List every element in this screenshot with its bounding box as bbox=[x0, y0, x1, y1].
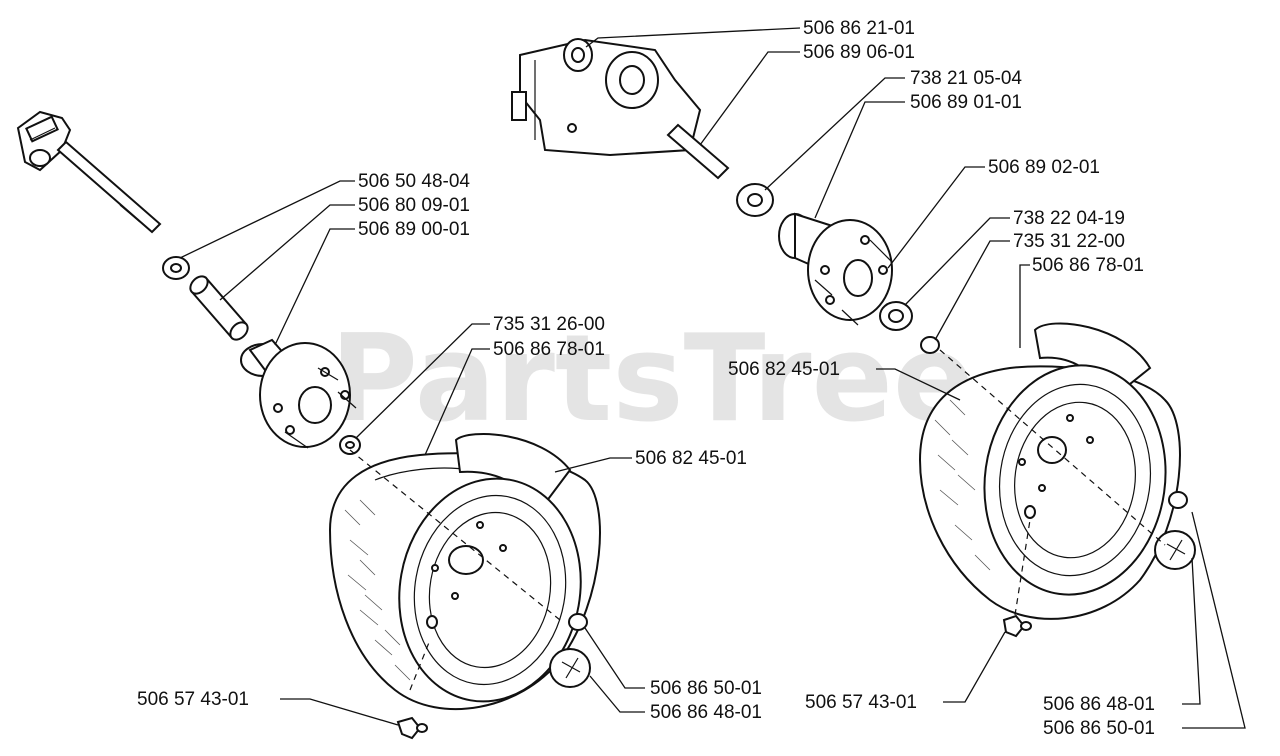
leader-lines bbox=[179, 27, 1246, 729]
label-738-21-05-04: 738 21 05-04 bbox=[910, 68, 1022, 89]
watermark-text: PartsTree bbox=[330, 310, 974, 449]
label-506-82-45-01-right: 506 82 45-01 bbox=[728, 359, 840, 380]
right-wheel-hub bbox=[778, 212, 893, 326]
right-valve-stem bbox=[1002, 614, 1032, 638]
left-axle-shaft bbox=[56, 140, 162, 234]
right-axle-shaft bbox=[666, 123, 730, 180]
left-wheel-hub bbox=[240, 338, 357, 449]
right-spacer bbox=[736, 183, 774, 217]
left-hub-cap bbox=[549, 648, 591, 688]
left-axle-bracket bbox=[16, 110, 72, 172]
label-735-31-22-00: 735 31 22-00 bbox=[1013, 231, 1125, 252]
right-hub-nut bbox=[1168, 491, 1188, 509]
label-506-89-00-01: 506 89 00-01 bbox=[358, 219, 470, 240]
label-506-89-06-01: 506 89 06-01 bbox=[803, 42, 915, 63]
left-valve-stem bbox=[396, 716, 428, 740]
label-506-57-43-01-right: 506 57 43-01 bbox=[805, 692, 917, 713]
label-506-86-48-01-left: 506 86 48-01 bbox=[650, 702, 762, 723]
label-506-82-45-01-left: 506 82 45-01 bbox=[635, 448, 747, 469]
label-506-86-78-01-left: 506 86 78-01 bbox=[493, 339, 605, 360]
label-506-50-48-04: 506 50 48-04 bbox=[358, 171, 470, 192]
right-tire-wheel bbox=[918, 322, 1181, 620]
label-506-80-09-01: 506 80 09-01 bbox=[358, 195, 470, 216]
part-number-labels: 506 86 21-01 506 89 06-01 738 21 05-04 5… bbox=[137, 18, 1155, 739]
left-spacer-tube bbox=[189, 275, 249, 341]
label-506-86-21-01: 506 86 21-01 bbox=[803, 18, 915, 39]
label-738-22-04-19: 738 22 04-19 bbox=[1013, 208, 1125, 229]
right-bearing bbox=[879, 301, 913, 331]
label-506-89-02-01: 506 89 02-01 bbox=[988, 157, 1100, 178]
label-506-86-78-01-right: 506 86 78-01 bbox=[1032, 255, 1144, 276]
right-bushing-top bbox=[563, 38, 593, 72]
right-axle-bracket bbox=[511, 38, 702, 157]
left-axle-assembly bbox=[16, 110, 601, 740]
left-lock-washer bbox=[339, 435, 361, 455]
left-hub-nut bbox=[568, 613, 588, 631]
right-lock-washer bbox=[920, 336, 940, 354]
left-washer bbox=[162, 256, 190, 280]
label-506-86-48-01-right: 506 86 48-01 bbox=[1043, 694, 1155, 715]
label-506-86-50-01-right: 506 86 50-01 bbox=[1043, 718, 1155, 739]
axis-dash-lines bbox=[349, 349, 1166, 691]
right-axle-assembly bbox=[511, 38, 1196, 638]
label-735-31-26-00: 735 31 26-00 bbox=[493, 314, 605, 335]
left-tire-wheel bbox=[328, 433, 601, 710]
right-hub-cap bbox=[1154, 530, 1196, 570]
label-506-89-01-01: 506 89 01-01 bbox=[910, 92, 1022, 113]
label-506-86-50-01-left: 506 86 50-01 bbox=[650, 678, 762, 699]
label-506-57-43-01-left: 506 57 43-01 bbox=[137, 689, 249, 710]
